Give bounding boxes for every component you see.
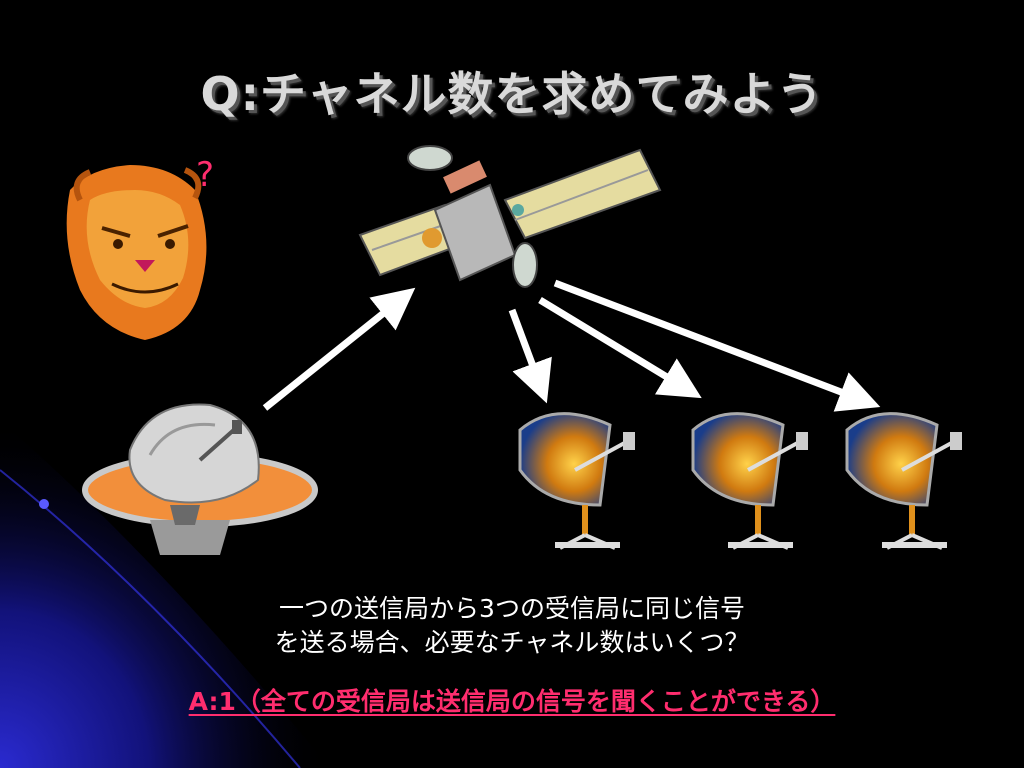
transmitter-dish-icon — [82, 403, 318, 555]
downlink-arrow-1 — [508, 308, 552, 404]
receiver-dish-icon — [518, 412, 635, 550]
question-line-2: を送る場合、必要なチャネル数はいくつ？ — [274, 628, 750, 657]
downlink-arrow-2 — [538, 297, 702, 399]
receiver-dish-icon — [691, 412, 808, 550]
question-mark: ? — [196, 155, 214, 195]
downlink-arrow-3 — [553, 279, 881, 412]
uplink-arrow — [262, 287, 416, 411]
answer-text: A:1（全ての受信局は送信局の信号を聞くことができる） — [0, 682, 1024, 718]
question-text: 一つの送信局から3つの受信局に同じ信号 を送る場合、必要なチャネル数はいくつ？ — [0, 592, 1024, 660]
receiver-dish-icon — [845, 412, 962, 550]
satellite-icon — [358, 145, 662, 288]
answer-line: A:1（全ての受信局は送信局の信号を聞くことができる） — [188, 687, 836, 716]
question-line-1: 一つの送信局から3つの受信局に同じ信号 — [279, 594, 745, 623]
slide-title: Q:チャネル数を求めてみよう — [200, 67, 824, 121]
lion-icon — [66, 165, 207, 340]
